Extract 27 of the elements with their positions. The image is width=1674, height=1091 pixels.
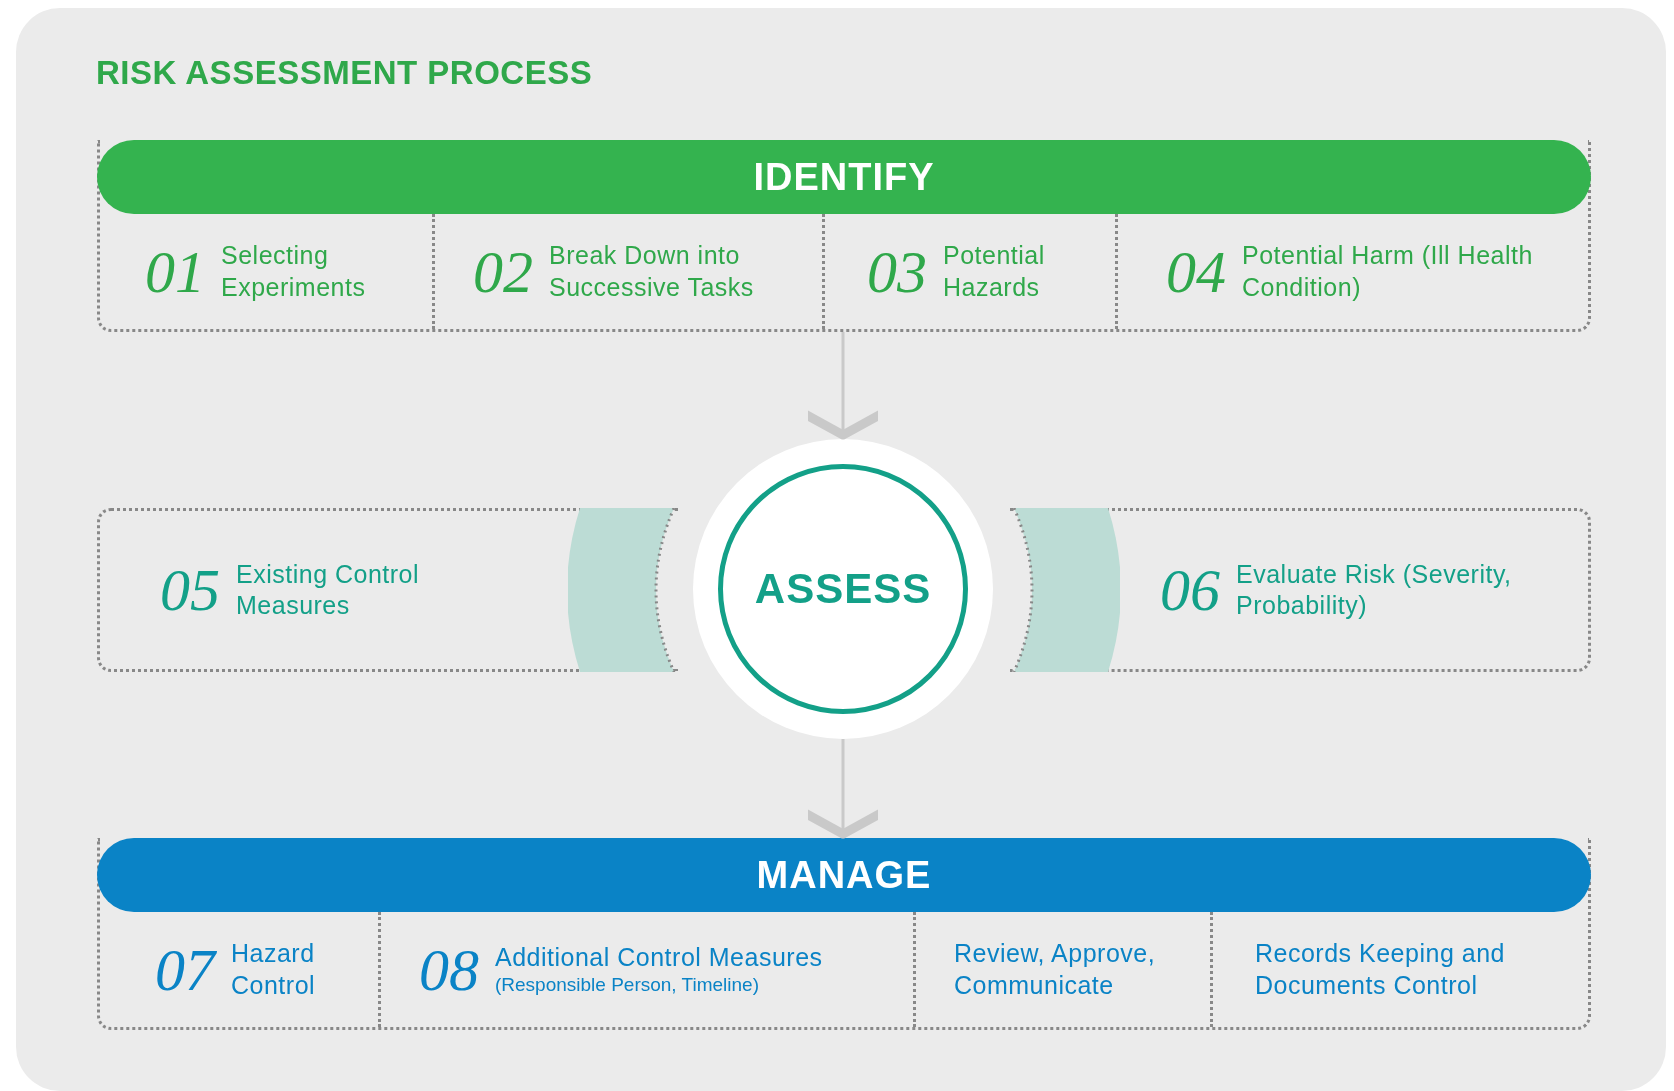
step-box bbox=[97, 508, 678, 672]
step-box bbox=[1010, 508, 1591, 672]
step-number: 03 bbox=[867, 241, 927, 302]
step-number: 04 bbox=[1166, 241, 1226, 302]
step-number: 08 bbox=[419, 939, 479, 1000]
step-text: Evaluate Risk (Severity, Probability) bbox=[1236, 558, 1513, 621]
step-text: Review, Approve, Communicate bbox=[954, 938, 1157, 1001]
stage-heading-band: MANAGE bbox=[97, 838, 1591, 912]
step-text: Break Down into Successive Tasks bbox=[549, 240, 755, 303]
step-text: Additional Control Measures bbox=[495, 942, 824, 974]
step-number: 02 bbox=[473, 241, 533, 302]
step-text: Potential Harm (Ill Health Condition) bbox=[1242, 240, 1534, 303]
step-text: Potential Hazards bbox=[943, 240, 1046, 303]
diagram-title: RISK ASSESSMENT PROCESS bbox=[96, 54, 593, 92]
stage-heading-band: IDENTIFY bbox=[97, 140, 1591, 214]
step-number: 06 bbox=[1160, 560, 1220, 620]
circle-heading: ASSESS bbox=[718, 464, 968, 714]
step-number: 01 bbox=[145, 241, 205, 302]
step-text: Records Keeping and Documents Control bbox=[1255, 938, 1506, 1001]
step-text: Hazard Control bbox=[231, 938, 317, 1001]
stage-section bbox=[97, 838, 1591, 1030]
stage-section bbox=[97, 140, 1591, 332]
step-number: 07 bbox=[155, 939, 215, 1000]
step-note: (Responsible Person, Timeline) bbox=[495, 973, 760, 997]
step-text: Existing Control Measures bbox=[236, 558, 421, 621]
step-text: Selecting Experiments bbox=[221, 240, 367, 303]
step-number: 05 bbox=[160, 560, 220, 620]
